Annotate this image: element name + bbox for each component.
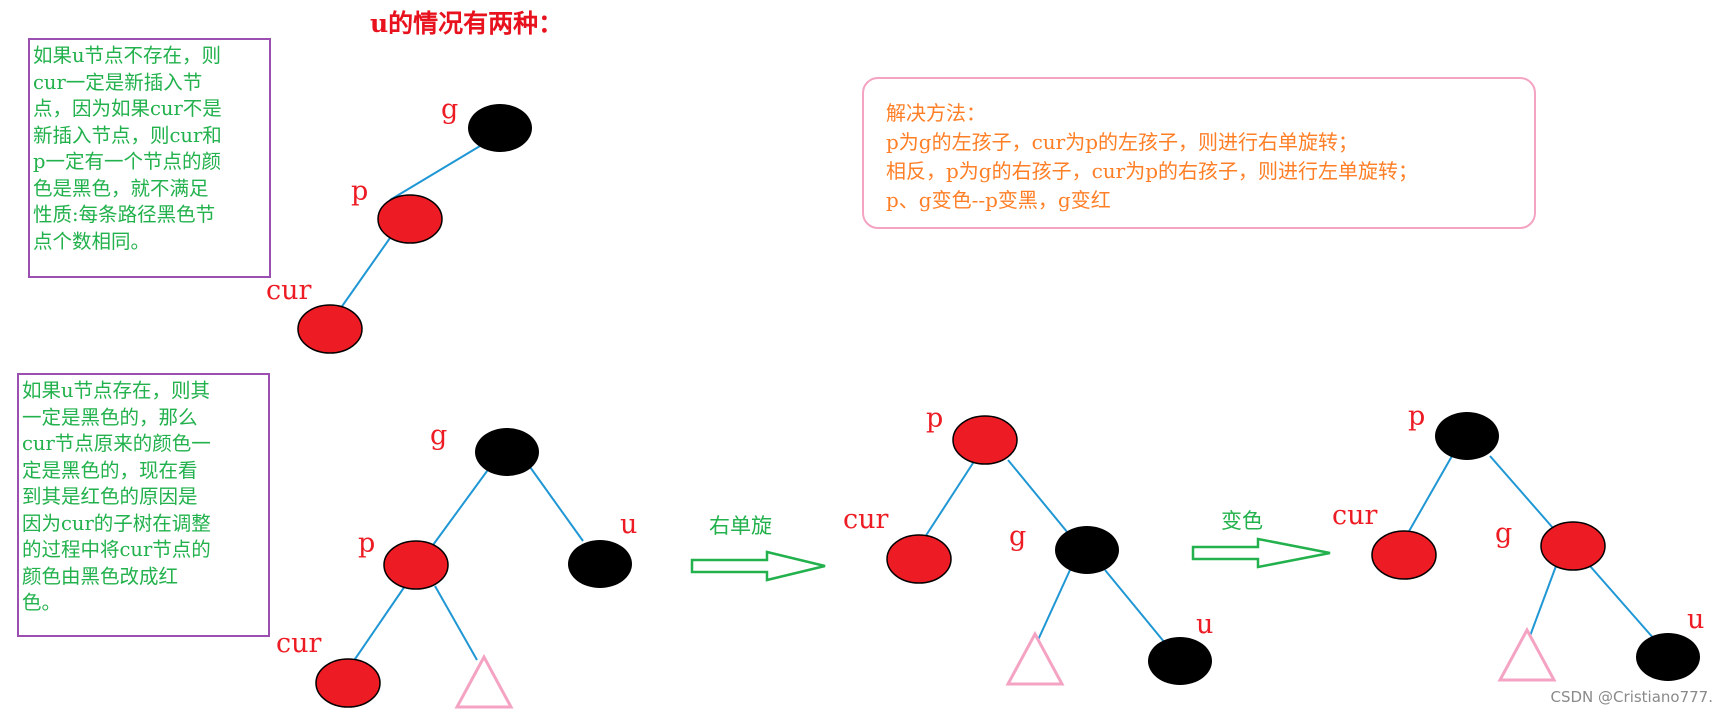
note-line: 的过程中将cur节点的	[22, 538, 211, 561]
note-line: 因为cur的子树在调整	[22, 511, 211, 535]
note-line: 如果u节点存在，则其	[22, 379, 211, 402]
edge-g-p	[389, 145, 481, 201]
watermark: CSDN @Cristiano777.	[1550, 688, 1713, 706]
arrow-recolor-label: 变色	[1221, 509, 1263, 533]
note-u-present: 如果u节点存在，则其 一定是黑色的，那么 cur节点原来的颜色一 定是黑色的，现…	[17, 373, 270, 637]
solution-line: p为g的左孩子，cur为p的左孩子，则进行右单旋转；	[886, 130, 1359, 154]
edge-p-subtree	[434, 585, 478, 661]
tree-after-rotation: p cur g u	[843, 403, 1213, 686]
node-cur	[1371, 530, 1437, 580]
edge-g-u	[529, 466, 584, 542]
label-cur: cur	[266, 275, 312, 306]
edge-p-cur	[924, 459, 976, 538]
note-line: 到其是红色的原因是	[22, 485, 198, 508]
note-line: cur一定是新插入节	[33, 70, 203, 94]
solution-line: 解决方法：	[886, 101, 986, 125]
node-p	[1435, 412, 1499, 460]
label-u: u	[1196, 609, 1213, 640]
solution-line: 相反，p为g的右孩子，cur为p的右孩子，则进行左单旋转；	[886, 159, 1419, 183]
edge-g-u	[1589, 565, 1656, 641]
note-line: cur节点原来的颜色一	[22, 432, 211, 455]
edge-p-cur	[1407, 455, 1453, 534]
label-p: p	[358, 528, 375, 559]
tree-u-absent: g p cur	[266, 94, 532, 354]
label-p: p	[1408, 401, 1425, 432]
label-cur: cur	[1332, 500, 1378, 531]
arrow-rotate-icon	[690, 550, 826, 582]
edge-p-cur	[352, 585, 406, 663]
node-g	[475, 428, 539, 476]
node-g	[468, 104, 532, 152]
subtree-triangle	[454, 653, 514, 709]
label-g: g	[1009, 521, 1026, 552]
subtree-triangle	[1497, 626, 1557, 682]
note-line: 色。	[22, 591, 62, 614]
note-line: 一定是黑色的，那么	[22, 405, 198, 429]
label-cur: cur	[276, 628, 322, 659]
page-title: u的情况有两种：	[370, 9, 564, 38]
note-line: 性质:每条路径黑色节	[33, 203, 216, 226]
node-cur	[297, 304, 363, 354]
arrow-recolor: 变色	[1191, 509, 1331, 569]
solution-box: 解决方法： p为g的左孩子，cur为p的左孩子，则进行右单旋转； 相反，p为g的…	[862, 77, 1536, 229]
node-p	[383, 540, 449, 590]
node-p	[952, 415, 1018, 465]
node-u	[568, 540, 632, 588]
node-p	[377, 194, 443, 244]
edge-p-cur	[337, 237, 391, 313]
node-u	[1148, 637, 1212, 685]
edge-g-u	[1104, 569, 1166, 644]
note-line: p一定有一个节点的颜	[33, 150, 221, 173]
label-g: g	[1495, 518, 1512, 549]
tree-after-recolor: p cur g u	[1332, 401, 1704, 682]
arrow-rotate-label: 右单旋	[709, 514, 772, 538]
note-line: 点，因为如果cur不是	[33, 97, 222, 120]
edge-g-subtree	[1037, 569, 1071, 641]
node-cur	[886, 534, 952, 584]
note-line: 色是黑色，就不满足	[33, 176, 209, 200]
note-line: 颜色由黑色改成红	[22, 564, 179, 588]
label-p: p	[351, 176, 368, 207]
node-u	[1636, 633, 1700, 681]
note-line: 点个数相同。	[33, 229, 151, 253]
edge-p-g	[1007, 459, 1069, 534]
note-line: 新插入节点，则cur和	[33, 123, 222, 147]
note-line: 定是黑色的，现在看	[22, 458, 198, 482]
label-cur: cur	[843, 504, 889, 535]
label-g: g	[441, 94, 458, 125]
solution-line: p、g变色--p变黑，g变红	[886, 188, 1111, 212]
edge-p-g	[1489, 455, 1554, 529]
node-g	[1540, 521, 1606, 571]
node-cur	[315, 658, 381, 708]
note-u-absent: 如果u节点不存在，则 cur一定是新插入节 点，因为如果cur不是 新插入节点，…	[28, 38, 271, 278]
note-line: 如果u节点不存在，则	[33, 44, 222, 67]
node-g	[1055, 526, 1119, 574]
edge-g-subtree	[1529, 565, 1557, 637]
label-g: g	[430, 420, 447, 451]
label-p: p	[926, 403, 943, 434]
edge-g-p	[432, 466, 491, 546]
arrow-rotate-right: 右单旋	[690, 514, 826, 582]
label-u: u	[1687, 604, 1704, 635]
arrow-recolor-icon	[1191, 537, 1331, 569]
subtree-triangle	[1005, 630, 1065, 686]
tree-before-rotation: g p u cur	[276, 420, 637, 709]
label-u: u	[620, 509, 637, 540]
